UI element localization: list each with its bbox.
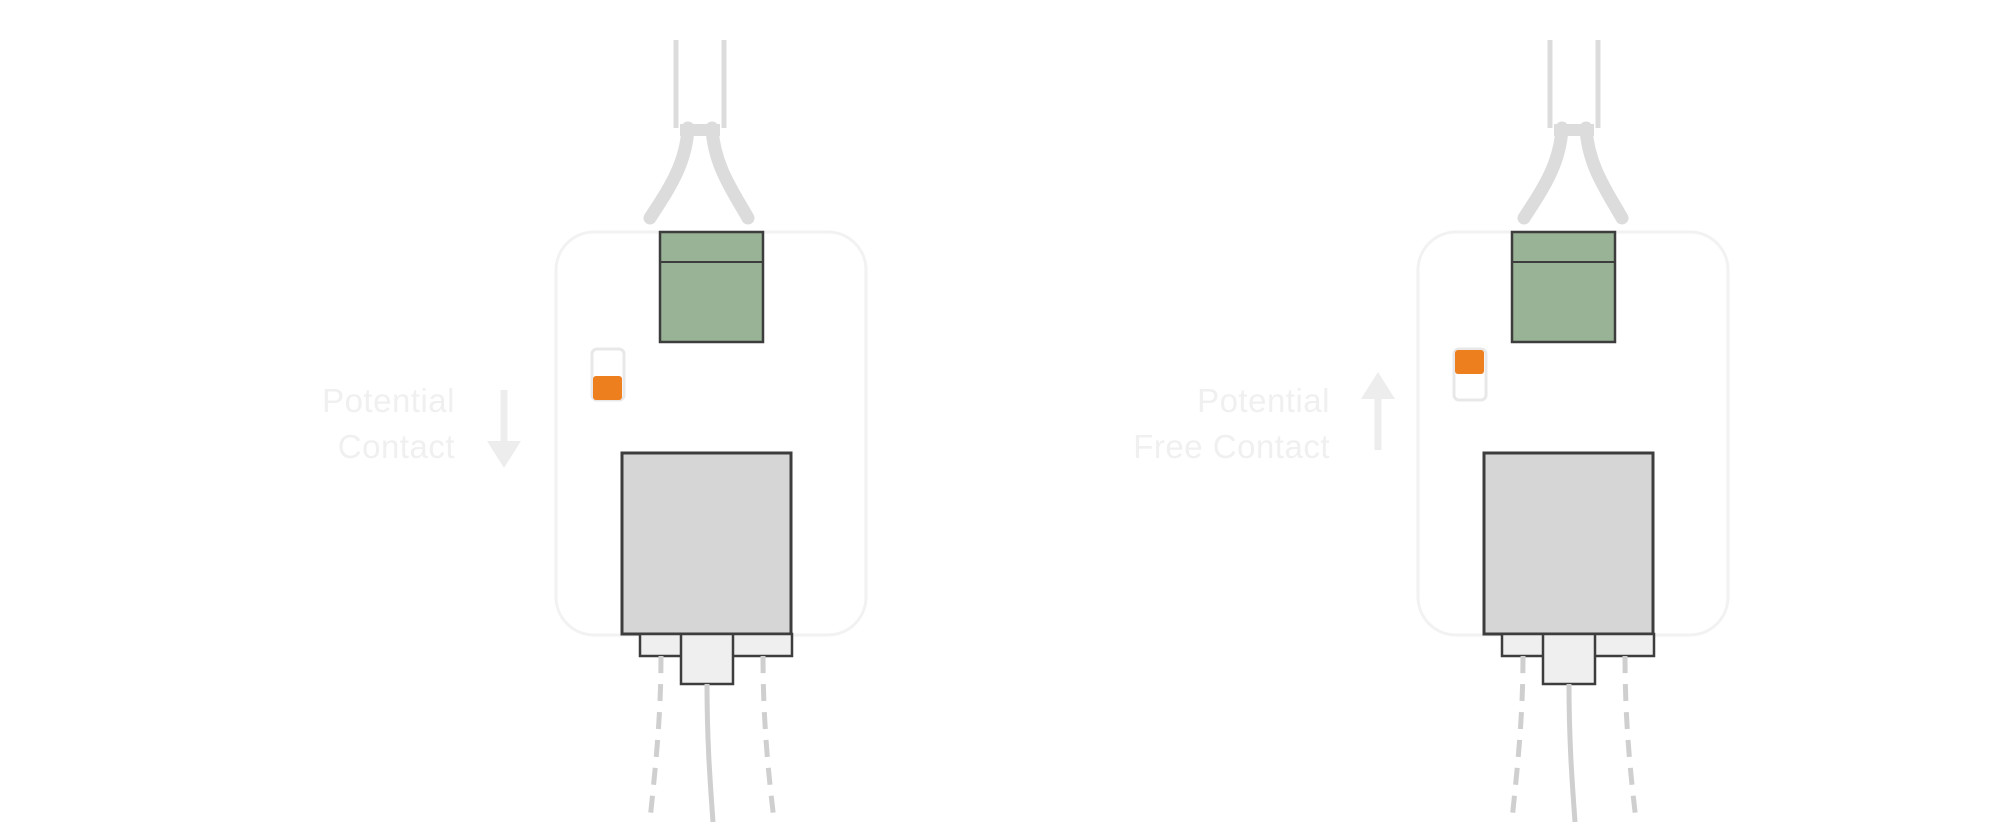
- bottom-wires: [647, 655, 777, 823]
- cable-junction: [680, 124, 720, 136]
- bottom-wire-right-dashed: [760, 655, 777, 821]
- potential-free-contact-module[interactable]: Potential Free Contact: [1133, 40, 1730, 823]
- arrow-down-icon: [487, 390, 521, 468]
- connector-center-tab: [679, 632, 735, 686]
- relay-body[interactable]: [620, 451, 793, 636]
- potential-contact-module[interactable]: Potential Contact: [322, 40, 868, 823]
- terminal-block-body: [658, 230, 765, 344]
- cable-junction: [1554, 124, 1594, 136]
- bottom-wire-right-dashed: [1622, 655, 1639, 821]
- connector-center-tab: [1541, 632, 1597, 686]
- terminal-block-body: [1510, 230, 1617, 344]
- module-label-line-1: Potential: [322, 382, 455, 419]
- relay-body[interactable]: [1482, 451, 1655, 636]
- cable-conductor-right: [705, 121, 755, 225]
- arrow-up-icon: [1361, 372, 1395, 450]
- bottom-wire-center-solid: [1566, 683, 1578, 823]
- bottom-wires: [1509, 655, 1639, 823]
- cable-conductor-right: [1579, 121, 1629, 225]
- arrow-up-head: [1361, 372, 1395, 399]
- bottom-wire-left-dashed: [1509, 655, 1526, 821]
- bottom-connector: [1500, 632, 1656, 686]
- module-label-line-2: Contact: [338, 428, 455, 465]
- module-label-line-1: Potential: [1197, 382, 1330, 419]
- cable-conductor-left: [1517, 121, 1569, 225]
- bottom-wire-center-solid: [704, 683, 716, 823]
- switch-toggle-down[interactable]: [590, 347, 626, 402]
- bottom-connector: [638, 632, 794, 686]
- switch-orange-block[interactable]: [1455, 350, 1484, 374]
- top-cable: [1517, 40, 1629, 225]
- green-terminal-block[interactable]: [1510, 230, 1617, 344]
- arrow-down-head: [487, 441, 521, 468]
- green-terminal-block[interactable]: [658, 230, 765, 344]
- cable-conductor-left: [643, 121, 695, 225]
- module-label-line-2: Free Contact: [1133, 428, 1330, 465]
- top-cable: [643, 40, 755, 225]
- switch-toggle-up[interactable]: [1452, 347, 1488, 402]
- bottom-wire-left-dashed: [647, 655, 664, 821]
- switch-orange-block[interactable]: [593, 376, 622, 400]
